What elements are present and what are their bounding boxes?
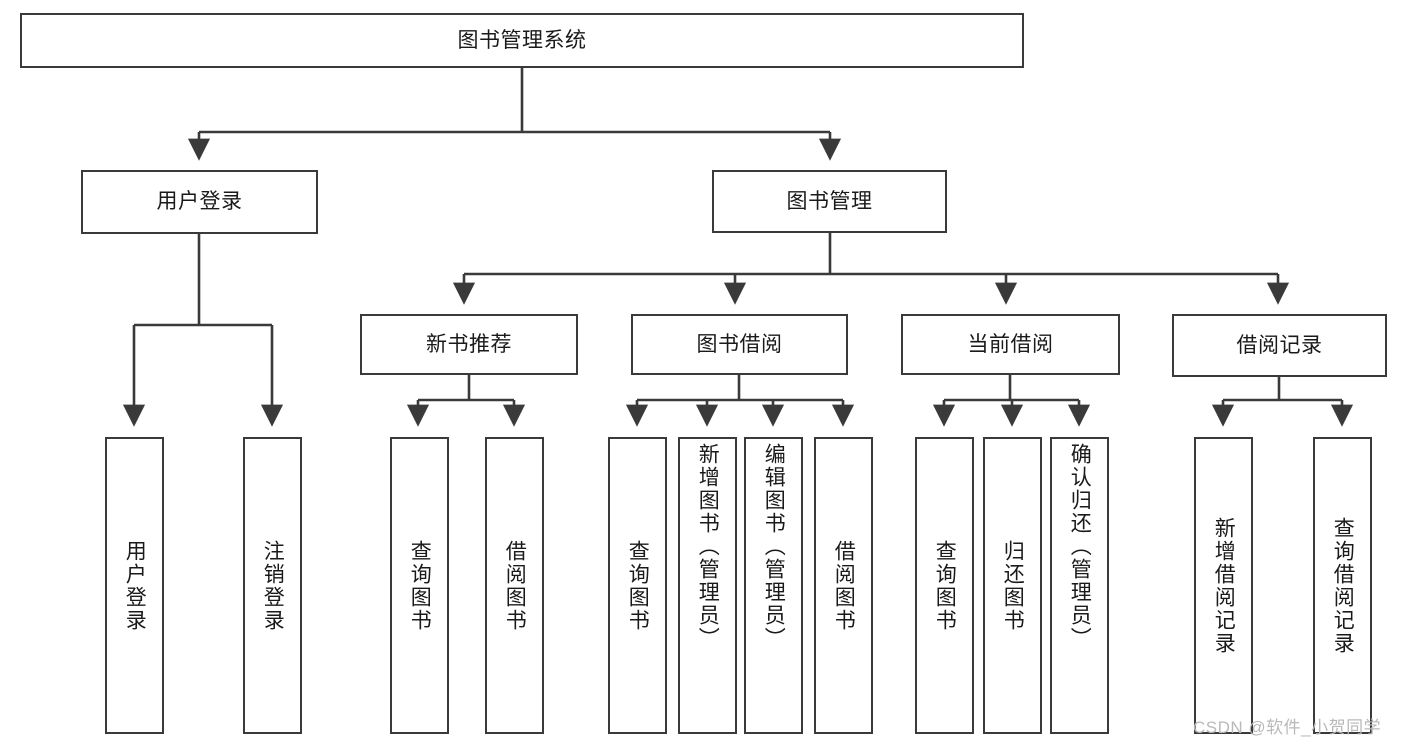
leaf-return-book[interactable]: 归还图书 [983, 437, 1042, 734]
node-label: 查询图书 [933, 539, 957, 632]
leaf-user-login[interactable]: 用户登录 [105, 437, 164, 734]
node-borrow-record[interactable]: 借阅记录 [1172, 314, 1387, 377]
node-label: 归还图书 [1001, 539, 1025, 632]
node-label: 查询图书 [408, 539, 432, 632]
node-label: 借阅图书 [503, 539, 527, 632]
leaf-borrow-book-recommend[interactable]: 借阅图书 [485, 437, 544, 734]
node-root-system[interactable]: 图书管理系统 [20, 13, 1024, 68]
node-label: 图书管理系统 [457, 28, 587, 52]
node-current-borrow[interactable]: 当前借阅 [901, 314, 1120, 375]
leaf-edit-book-admin[interactable]: 编辑图书（管理员） [744, 437, 803, 734]
node-label: 图书借阅 [696, 332, 783, 356]
node-label: 注销登录 [261, 539, 285, 632]
node-label: 新书推荐 [426, 332, 512, 356]
leaf-add-book-admin[interactable]: 新增图书（管理员） [678, 437, 737, 734]
node-label: 编辑图书（管理员） [762, 443, 786, 650]
leaf-query-book-current[interactable]: 查询图书 [915, 437, 974, 734]
leaf-user-logout[interactable]: 注销登录 [243, 437, 302, 734]
node-new-book-recommend[interactable]: 新书推荐 [360, 314, 578, 375]
node-label: 新增借阅记录 [1212, 516, 1236, 655]
csdn-watermark: CSDN @软件_小贺同学 [1193, 718, 1382, 737]
node-label: 借阅图书 [832, 539, 856, 632]
leaf-query-book-recommend[interactable]: 查询图书 [390, 437, 449, 734]
node-book-management[interactable]: 图书管理 [712, 170, 947, 233]
node-label: 查询图书 [626, 539, 650, 632]
leaf-confirm-return-admin[interactable]: 确认归还（管理员） [1050, 437, 1109, 734]
leaf-query-book-borrow[interactable]: 查询图书 [608, 437, 667, 734]
leaf-add-borrow-record[interactable]: 新增借阅记录 [1194, 437, 1253, 734]
node-label: 查询借阅记录 [1331, 516, 1355, 655]
leaf-borrow-book[interactable]: 借阅图书 [814, 437, 873, 734]
node-label: 借阅记录 [1236, 333, 1323, 357]
node-label: 用户登录 [123, 539, 147, 632]
leaf-query-borrow-record[interactable]: 查询借阅记录 [1313, 437, 1372, 734]
node-label: 新增图书（管理员） [696, 443, 720, 650]
node-label: 当前借阅 [967, 332, 1054, 356]
node-book-borrow[interactable]: 图书借阅 [631, 314, 848, 375]
node-user-login[interactable]: 用户登录 [81, 170, 318, 234]
node-label: 用户登录 [156, 190, 243, 214]
node-label: 确认归还（管理员） [1068, 443, 1092, 650]
node-label: 图书管理 [786, 189, 873, 213]
